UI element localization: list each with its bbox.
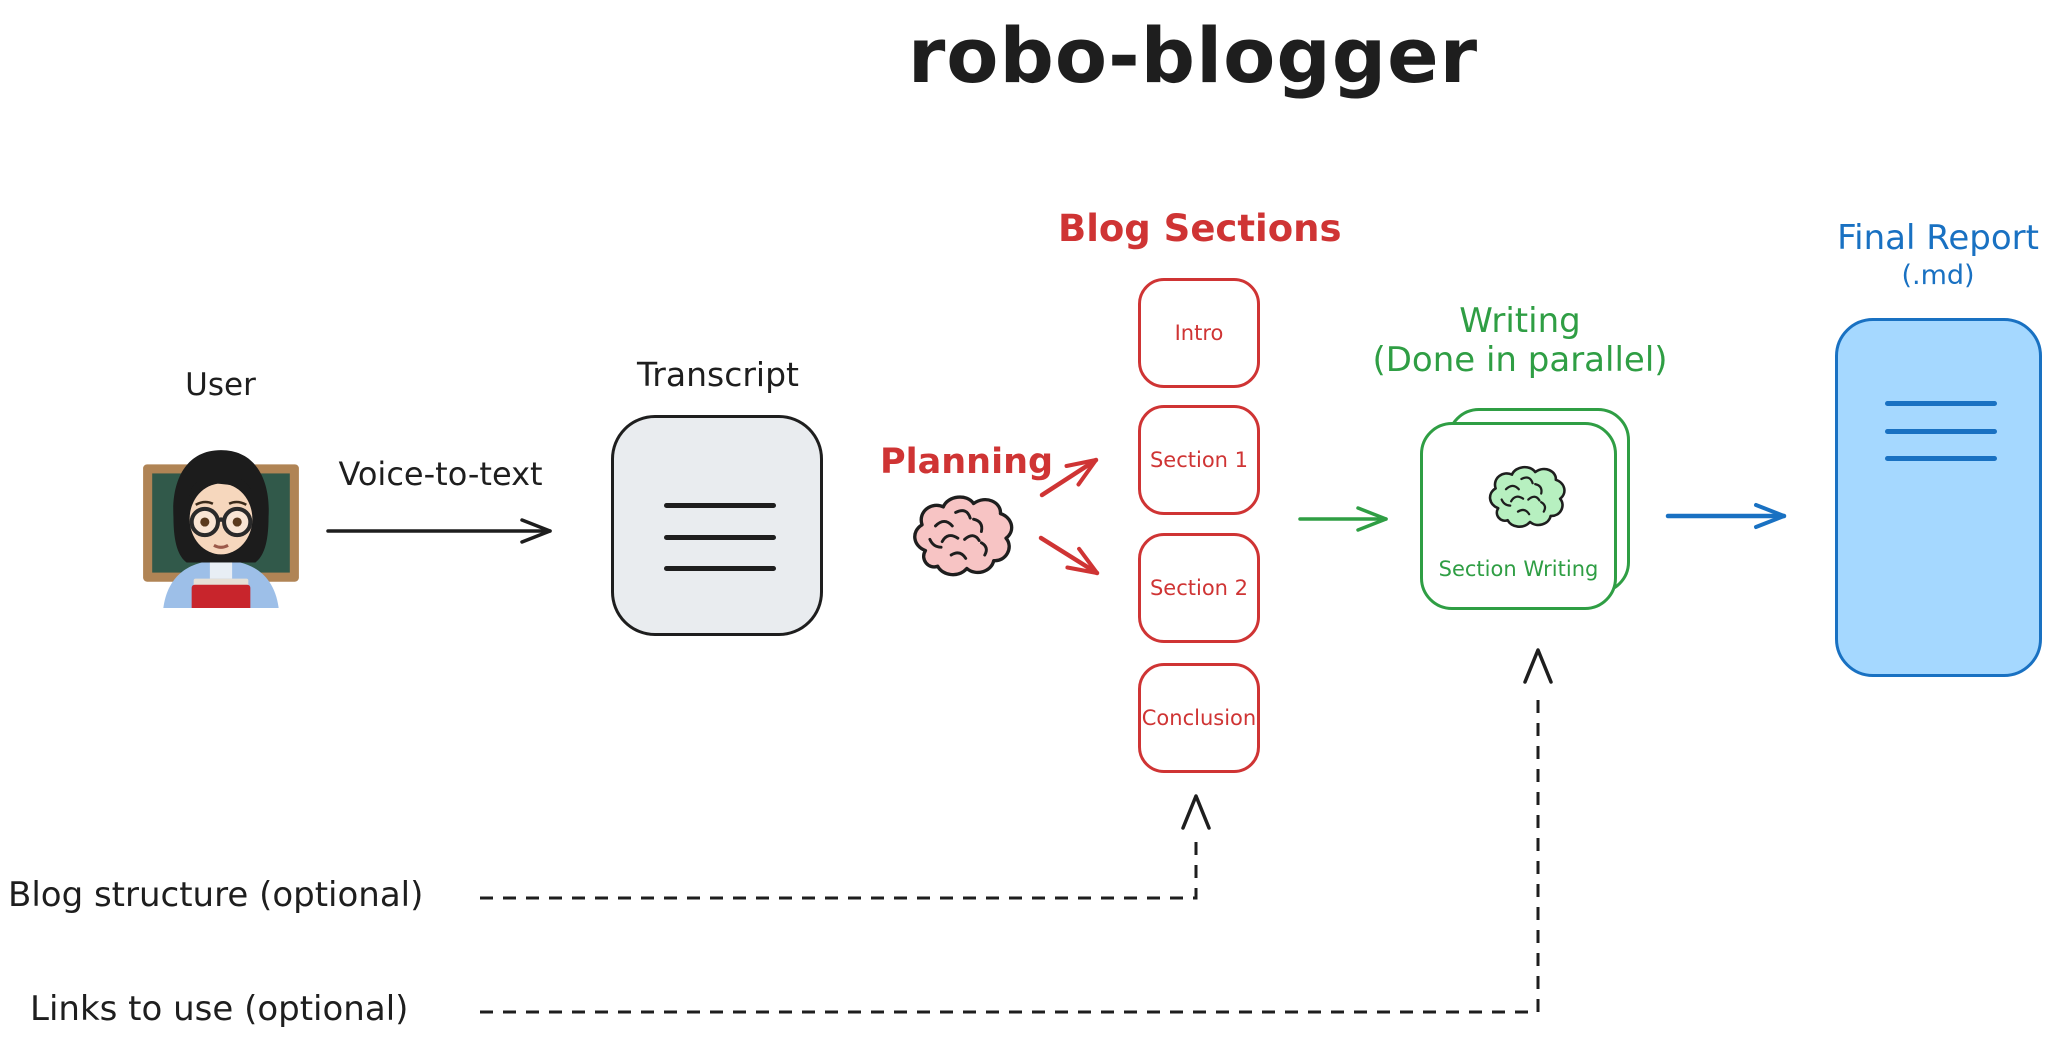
transcript-label: Transcript (637, 355, 799, 394)
section-box-section-2: Section 2 (1138, 533, 1260, 643)
report-text-line (1885, 429, 1997, 434)
planning-arrow-lower (1038, 535, 1100, 576)
voice-to-text-label: Voice-to-text (338, 455, 543, 493)
page-title: robo-blogger (907, 11, 1479, 100)
woman-teacher-icon (143, 450, 299, 608)
blog-sections-title: Blog Sections (1058, 207, 1342, 250)
writing-card-front: Section Writing (1420, 422, 1617, 610)
user-label: User (185, 367, 256, 403)
writing-brain-icon (1488, 465, 1566, 528)
section-box-section-1: Section 1 (1138, 405, 1260, 515)
section-box-label: Conclusion (1141, 706, 1257, 730)
links-to-use-arrowhead (1523, 648, 1553, 684)
links-to-use-dashed-arrow (480, 690, 1540, 1014)
blog-structure-dashed-arrow (480, 833, 1198, 900)
section-box-label: Section 1 (1149, 448, 1249, 472)
writing-title-line2: (Done in parallel) (1372, 340, 1668, 380)
report-text-line (1885, 456, 1997, 461)
planning-brain-icon (913, 495, 1014, 577)
section-box-label: Intro (1174, 321, 1224, 345)
planning-label: Planning (880, 442, 1054, 482)
links-to-use-label: Links to use (optional) (30, 989, 409, 1029)
section-box-intro: Intro (1138, 278, 1260, 388)
section-writing-label: Section Writing (1438, 557, 1599, 581)
section-box-label: Section 2 (1149, 576, 1249, 600)
blog-structure-arrowhead (1181, 794, 1211, 830)
blog-structure-label: Blog structure (optional) (8, 875, 424, 915)
final-report-document (1835, 318, 2042, 677)
writing-title: Writing (Done in parallel) (1365, 302, 1675, 380)
final-report-title-line1: Final Report (1837, 218, 2039, 258)
report-text-line (1885, 401, 1997, 406)
writing-title-line1: Writing (1459, 301, 1581, 341)
final-report-title: Final Report (.md) (1822, 220, 2052, 294)
document-text-line (664, 503, 776, 508)
transcript-document (611, 415, 823, 636)
document-text-line (664, 566, 776, 571)
final-report-title-line2: (.md) (1901, 260, 1975, 291)
section-box-conclusion: Conclusion (1138, 663, 1260, 773)
document-text-line (664, 535, 776, 540)
